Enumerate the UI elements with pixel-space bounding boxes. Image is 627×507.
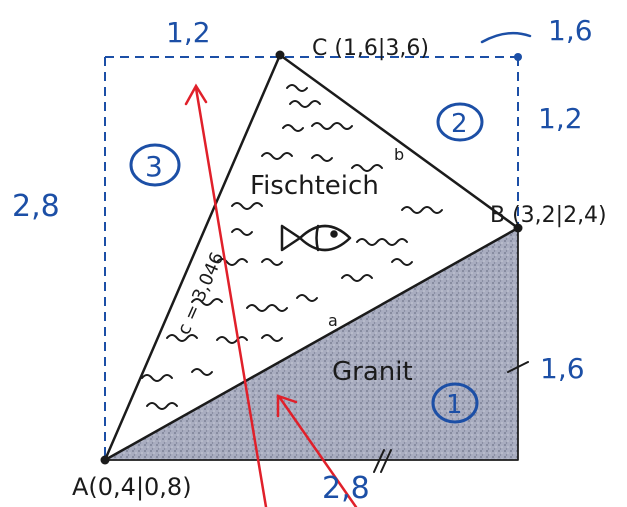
granite-label: Granit bbox=[332, 357, 413, 387]
point-b-label: B (3,2|2,4) bbox=[490, 203, 607, 228]
dimension-top: 1,2 bbox=[166, 16, 211, 49]
side-b-label: b bbox=[394, 145, 404, 164]
red-arrows bbox=[184, 83, 358, 507]
point-a-label: A(0,4|0,8) bbox=[72, 473, 192, 501]
fish-icon bbox=[280, 224, 352, 252]
vertex-c bbox=[275, 50, 285, 60]
dimension-hook bbox=[480, 31, 532, 44]
pond-label: Fischteich bbox=[250, 171, 379, 201]
pond-triangle bbox=[102, 53, 521, 463]
box-corner-dot bbox=[514, 53, 522, 61]
region-number-circles bbox=[129, 102, 484, 424]
region-one-number: 1 bbox=[446, 390, 463, 420]
dimension-left: 2,8 bbox=[12, 189, 60, 224]
dashed-bounding-box bbox=[104, 56, 519, 460]
point-c-label: C (1,6|3,6) bbox=[312, 36, 429, 61]
water-waves bbox=[141, 84, 443, 410]
dimension-bottom: 2,8 bbox=[322, 471, 370, 506]
side-a-label: a bbox=[328, 311, 338, 330]
vertex-b bbox=[513, 223, 523, 233]
dimension-right-upper: 1,2 bbox=[538, 102, 583, 135]
vertex-a bbox=[100, 455, 110, 465]
tick-marks bbox=[373, 361, 529, 473]
region-three-number: 3 bbox=[145, 150, 163, 183]
dimension-top-right: 1,6 bbox=[548, 14, 593, 47]
region-two-number: 2 bbox=[451, 109, 468, 139]
dimension-right-lower: 1,6 bbox=[540, 352, 585, 385]
